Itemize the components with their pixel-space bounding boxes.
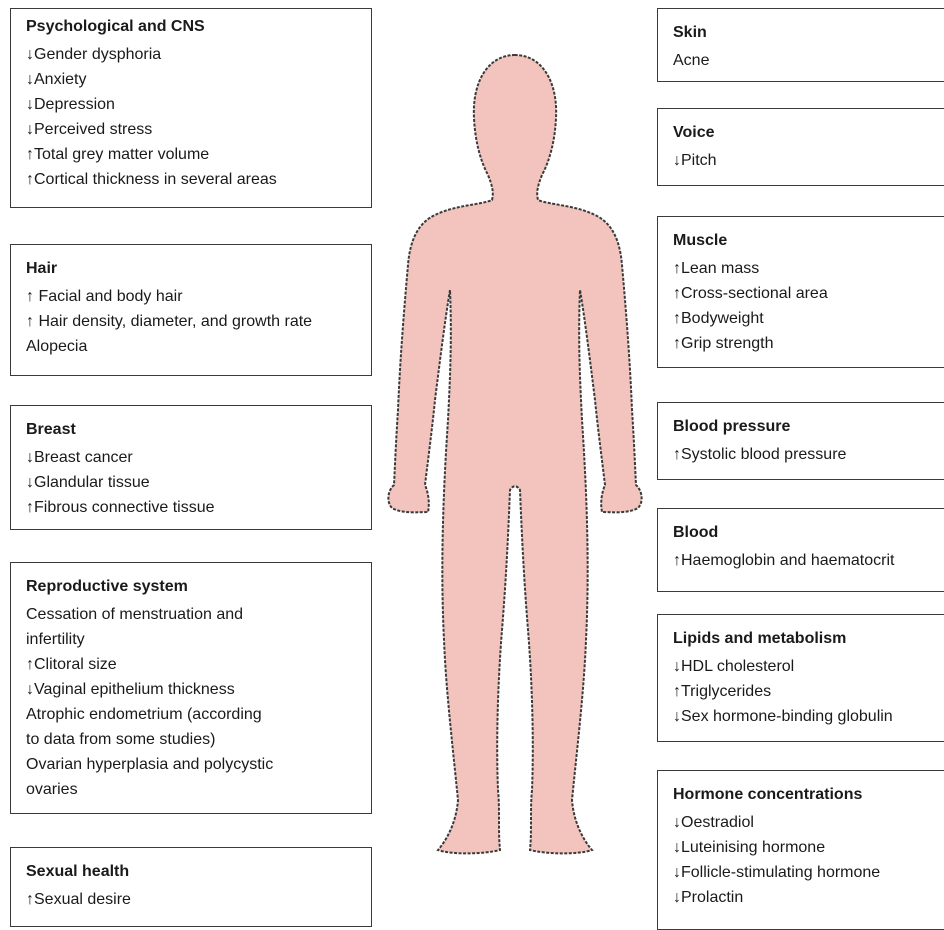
- box-line: ↓HDL cholesterol: [673, 658, 795, 675]
- box-line: Ovarian hyperplasia and polycystic: [26, 756, 274, 773]
- box-title: Hormone concentrations: [673, 786, 863, 803]
- box-line: Atrophic endometrium (according: [26, 706, 262, 723]
- box-line: ↓Pitch: [673, 152, 717, 169]
- box-line: ↓Perceived stress: [26, 121, 153, 138]
- box-line: ↑Sexual desire: [26, 891, 131, 908]
- box-title: Voice: [673, 124, 715, 141]
- box-line: ↓Oestradiol: [673, 814, 754, 831]
- box-blood-pressure: Blood pressure ↑Systolic blood pressure: [657, 402, 944, 480]
- box-line: ↑Systolic blood pressure: [673, 446, 847, 463]
- box-line: ↑Fibrous connective tissue: [26, 499, 215, 516]
- box-line: ovaries: [26, 781, 78, 798]
- box-line: ↓Glandular tissue: [26, 474, 150, 491]
- human-body-figure: [387, 53, 643, 855]
- box-muscle: Muscle ↑Lean mass ↑Cross-sectional area …: [657, 216, 944, 368]
- box-psychological-cns: Psychological and CNS ↓Gender dysphoria …: [10, 8, 372, 208]
- box-breast: Breast ↓Breast cancer ↓Glandular tissue …: [10, 405, 372, 530]
- box-skin: Skin Acne: [657, 8, 944, 82]
- box-title: Reproductive system: [26, 578, 188, 595]
- box-title: Hair: [26, 260, 58, 277]
- box-line: infertility: [26, 631, 85, 648]
- box-line: ↑Bodyweight: [673, 310, 764, 327]
- box-line: ↑Triglycerides: [673, 683, 772, 700]
- box-hair: Hair ↑ Facial and body hair ↑ Hair densi…: [10, 244, 372, 376]
- box-sexual-health: Sexual health ↑Sexual desire: [10, 847, 372, 927]
- box-line: Cessation of menstruation and: [26, 606, 244, 623]
- box-line: ↓Gender dysphoria: [26, 46, 162, 63]
- box-title: Blood pressure: [673, 418, 791, 435]
- body-silhouette: [387, 53, 643, 855]
- box-lipids-metabolism: Lipids and metabolism ↓HDL cholesterol ↑…: [657, 614, 944, 742]
- box-line: ↑Total grey matter volume: [26, 146, 210, 163]
- box-line: ↓Breast cancer: [26, 449, 133, 466]
- box-title: Skin: [673, 24, 707, 41]
- box-title: Sexual health: [26, 863, 130, 880]
- box-title: Psychological and CNS: [26, 18, 205, 35]
- box-title: Breast: [26, 421, 76, 438]
- box-line: ↓Prolactin: [673, 889, 744, 906]
- box-title: Lipids and metabolism: [673, 630, 847, 647]
- box-hormone-concentrations: Hormone concentrations ↓Oestradiol ↓Lute…: [657, 770, 944, 930]
- box-title: Muscle: [673, 232, 728, 249]
- box-line: ↑Lean mass: [673, 260, 760, 277]
- box-line: Alopecia: [26, 338, 88, 355]
- box-line: ↓Anxiety: [26, 71, 87, 88]
- box-line: ↓Sex hormone-binding globulin: [673, 708, 893, 725]
- box-reproductive-system: Reproductive system Cessation of menstru…: [10, 562, 372, 814]
- box-line: ↑ Hair density, diameter, and growth rat…: [26, 313, 313, 330]
- box-line: ↑ Facial and body hair: [26, 288, 183, 305]
- box-line: ↑Cortical thickness in several areas: [26, 171, 277, 188]
- box-line: ↑Grip strength: [673, 335, 774, 352]
- box-line: ↓Depression: [26, 96, 115, 113]
- box-line: ↑Haemoglobin and haematocrit: [673, 552, 895, 569]
- box-title: Blood: [673, 524, 719, 541]
- box-blood: Blood ↑Haemoglobin and haematocrit: [657, 508, 944, 592]
- box-line: ↓Vaginal epithelium thickness: [26, 681, 235, 698]
- box-line: to data from some studies): [26, 731, 216, 748]
- box-line: ↓Luteinising hormone: [673, 839, 826, 856]
- box-line: ↑Clitoral size: [26, 656, 117, 673]
- box-voice: Voice ↓Pitch: [657, 108, 944, 186]
- box-line: Acne: [673, 52, 710, 69]
- box-line: ↑Cross-sectional area: [673, 285, 828, 302]
- box-line: ↓Follicle-stimulating hormone: [673, 864, 881, 881]
